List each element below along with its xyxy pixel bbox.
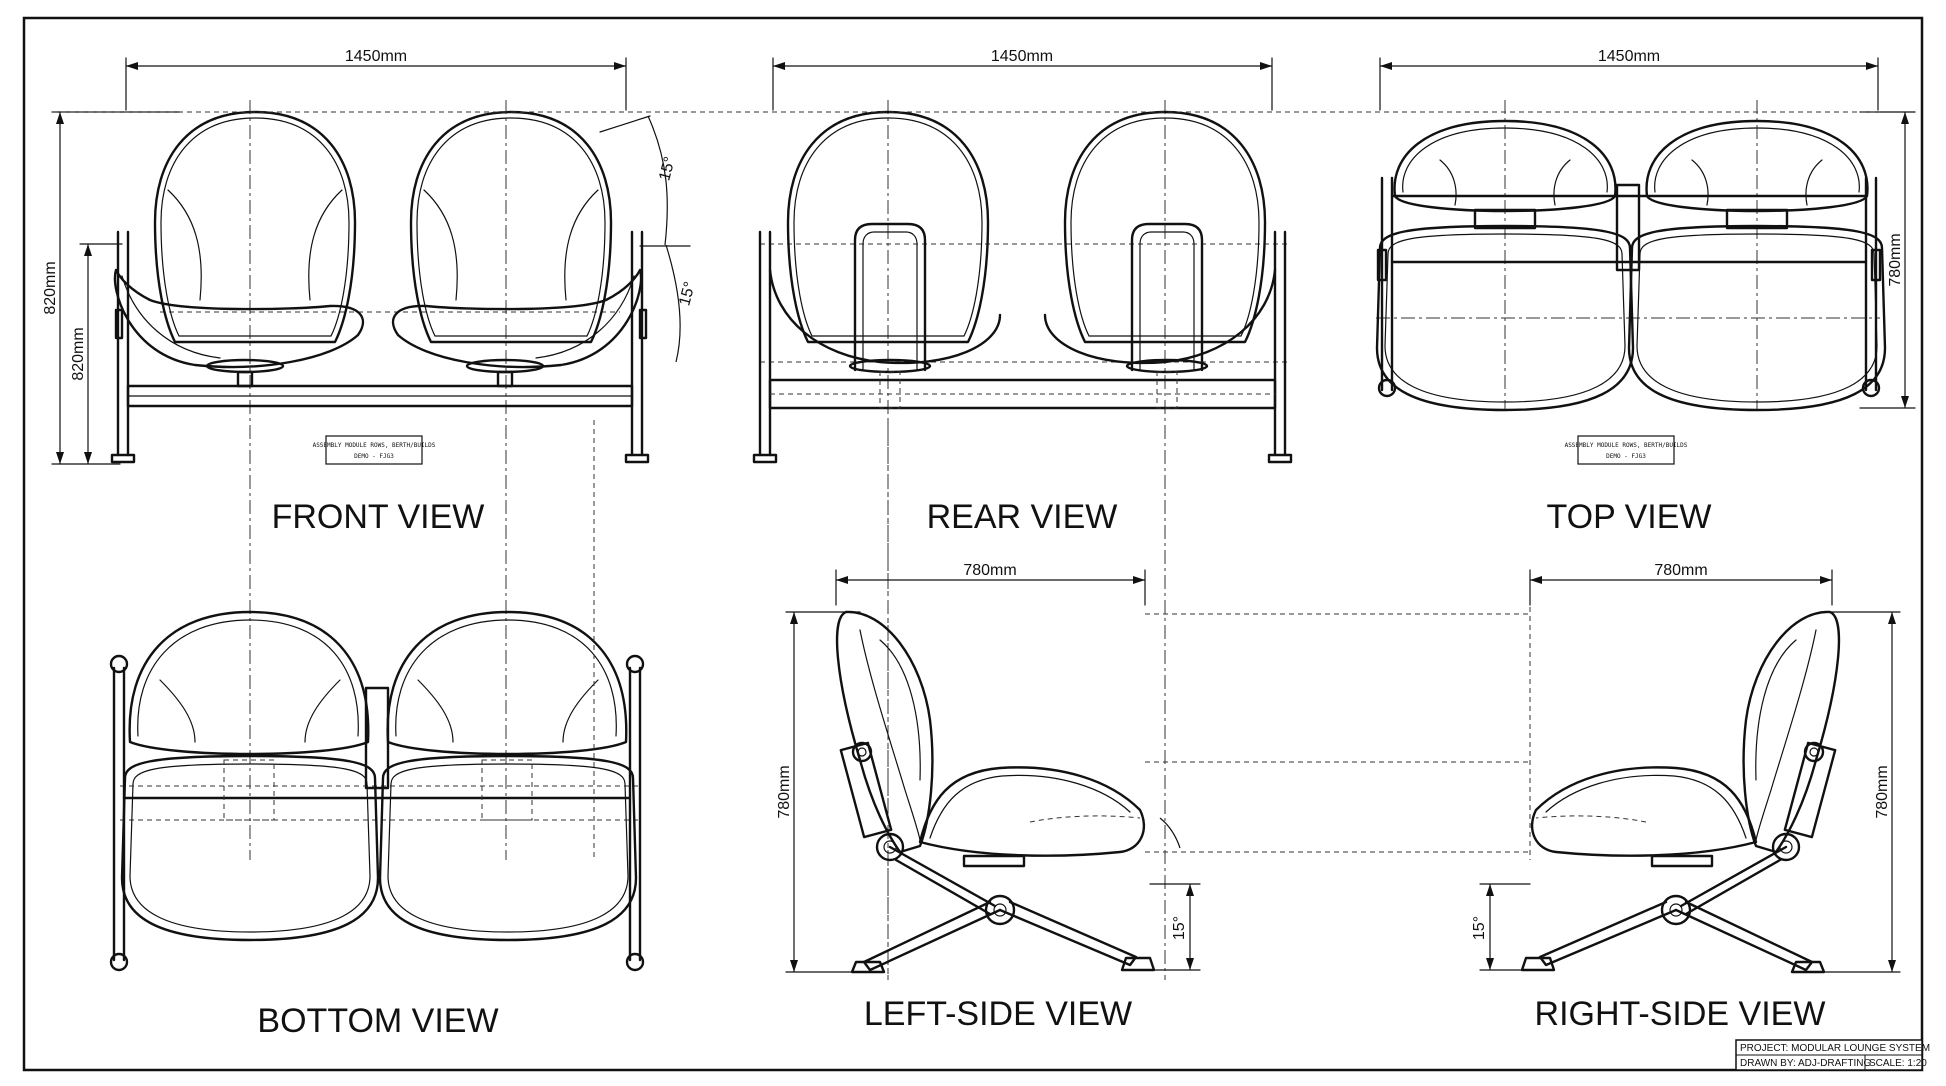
right-side-view-label: RIGHT-SIDE VIEW bbox=[1535, 995, 1826, 1033]
title-block: PROJECT: MODULAR LOUNGE SYSTEM DRAWN BY:… bbox=[1735, 1039, 1930, 1071]
sheet-border bbox=[22, 16, 1924, 1072]
svg-text:ASSEMBLY MODULE ROWS, BERTH/BU: ASSEMBLY MODULE ROWS, BERTH/BUILDS bbox=[313, 442, 436, 449]
front-name-plate bbox=[325, 435, 423, 465]
front-angle-upper-dim: 15° bbox=[656, 155, 679, 183]
svg-text:DEMO - FJG3: DEMO - FJG3 bbox=[1606, 453, 1646, 460]
left-height-dim: 780mm bbox=[776, 765, 793, 818]
left-angle-dim: 15° bbox=[1171, 916, 1188, 940]
front-view: 1450mm 820mm 820mm bbox=[42, 48, 699, 860]
left-side-view: 780mm 780mm bbox=[776, 562, 1201, 1033]
front-angle-lower-dim: 15° bbox=[676, 280, 699, 308]
right-width-dim: 780mm bbox=[1654, 562, 1707, 579]
left-side-view-label: LEFT-SIDE VIEW bbox=[864, 995, 1132, 1033]
top-depth-dim: 780mm bbox=[1887, 233, 1904, 286]
rear-name-plate bbox=[1577, 435, 1675, 465]
rear-view: 1450mm ASSEMBLY MODULE ROWS, BERTH/BUILD… bbox=[752, 48, 1688, 980]
front-view-label: FRONT VIEW bbox=[272, 498, 485, 536]
title-block-project: PROJECT: MODULAR LOUNGE SYSTEM bbox=[1740, 1043, 1930, 1054]
front-height-outer-dim: 820mm bbox=[42, 261, 59, 314]
title-block-scale: SCALE: 1:20 bbox=[1869, 1058, 1927, 1069]
bottom-view: BOTTOM VIEW bbox=[109, 610, 645, 1040]
rear-view-label: REAR VIEW bbox=[927, 498, 1118, 536]
title-block-drawn-by: DRAWN BY: ADJ-DRAFTING bbox=[1740, 1058, 1872, 1069]
svg-text:DEMO - FJG3: DEMO - FJG3 bbox=[354, 453, 394, 460]
top-view: 1450mm 780mm TOP VIEW bbox=[1375, 48, 1916, 536]
bottom-view-label: BOTTOM VIEW bbox=[257, 1002, 498, 1040]
right-angle-dim: 15° bbox=[1471, 916, 1488, 940]
right-side-view: 780mm 780mm 15° RIGHT-SIDE bbox=[1471, 562, 1901, 1033]
front-height-inner-dim: 820mm bbox=[70, 327, 87, 380]
left-width-dim: 780mm bbox=[963, 562, 1016, 579]
top-width-dim: 1450mm bbox=[1598, 48, 1660, 65]
rear-width-dim: 1450mm bbox=[991, 48, 1053, 65]
svg-text:ASSEMBLY MODULE ROWS, BERTH/BU: ASSEMBLY MODULE ROWS, BERTH/BUILDS bbox=[1565, 442, 1688, 449]
projection-lines bbox=[52, 111, 1880, 980]
right-height-dim: 780mm bbox=[1874, 765, 1891, 818]
top-view-label: TOP VIEW bbox=[1546, 498, 1711, 536]
front-width-dim: 1450mm bbox=[345, 48, 407, 65]
